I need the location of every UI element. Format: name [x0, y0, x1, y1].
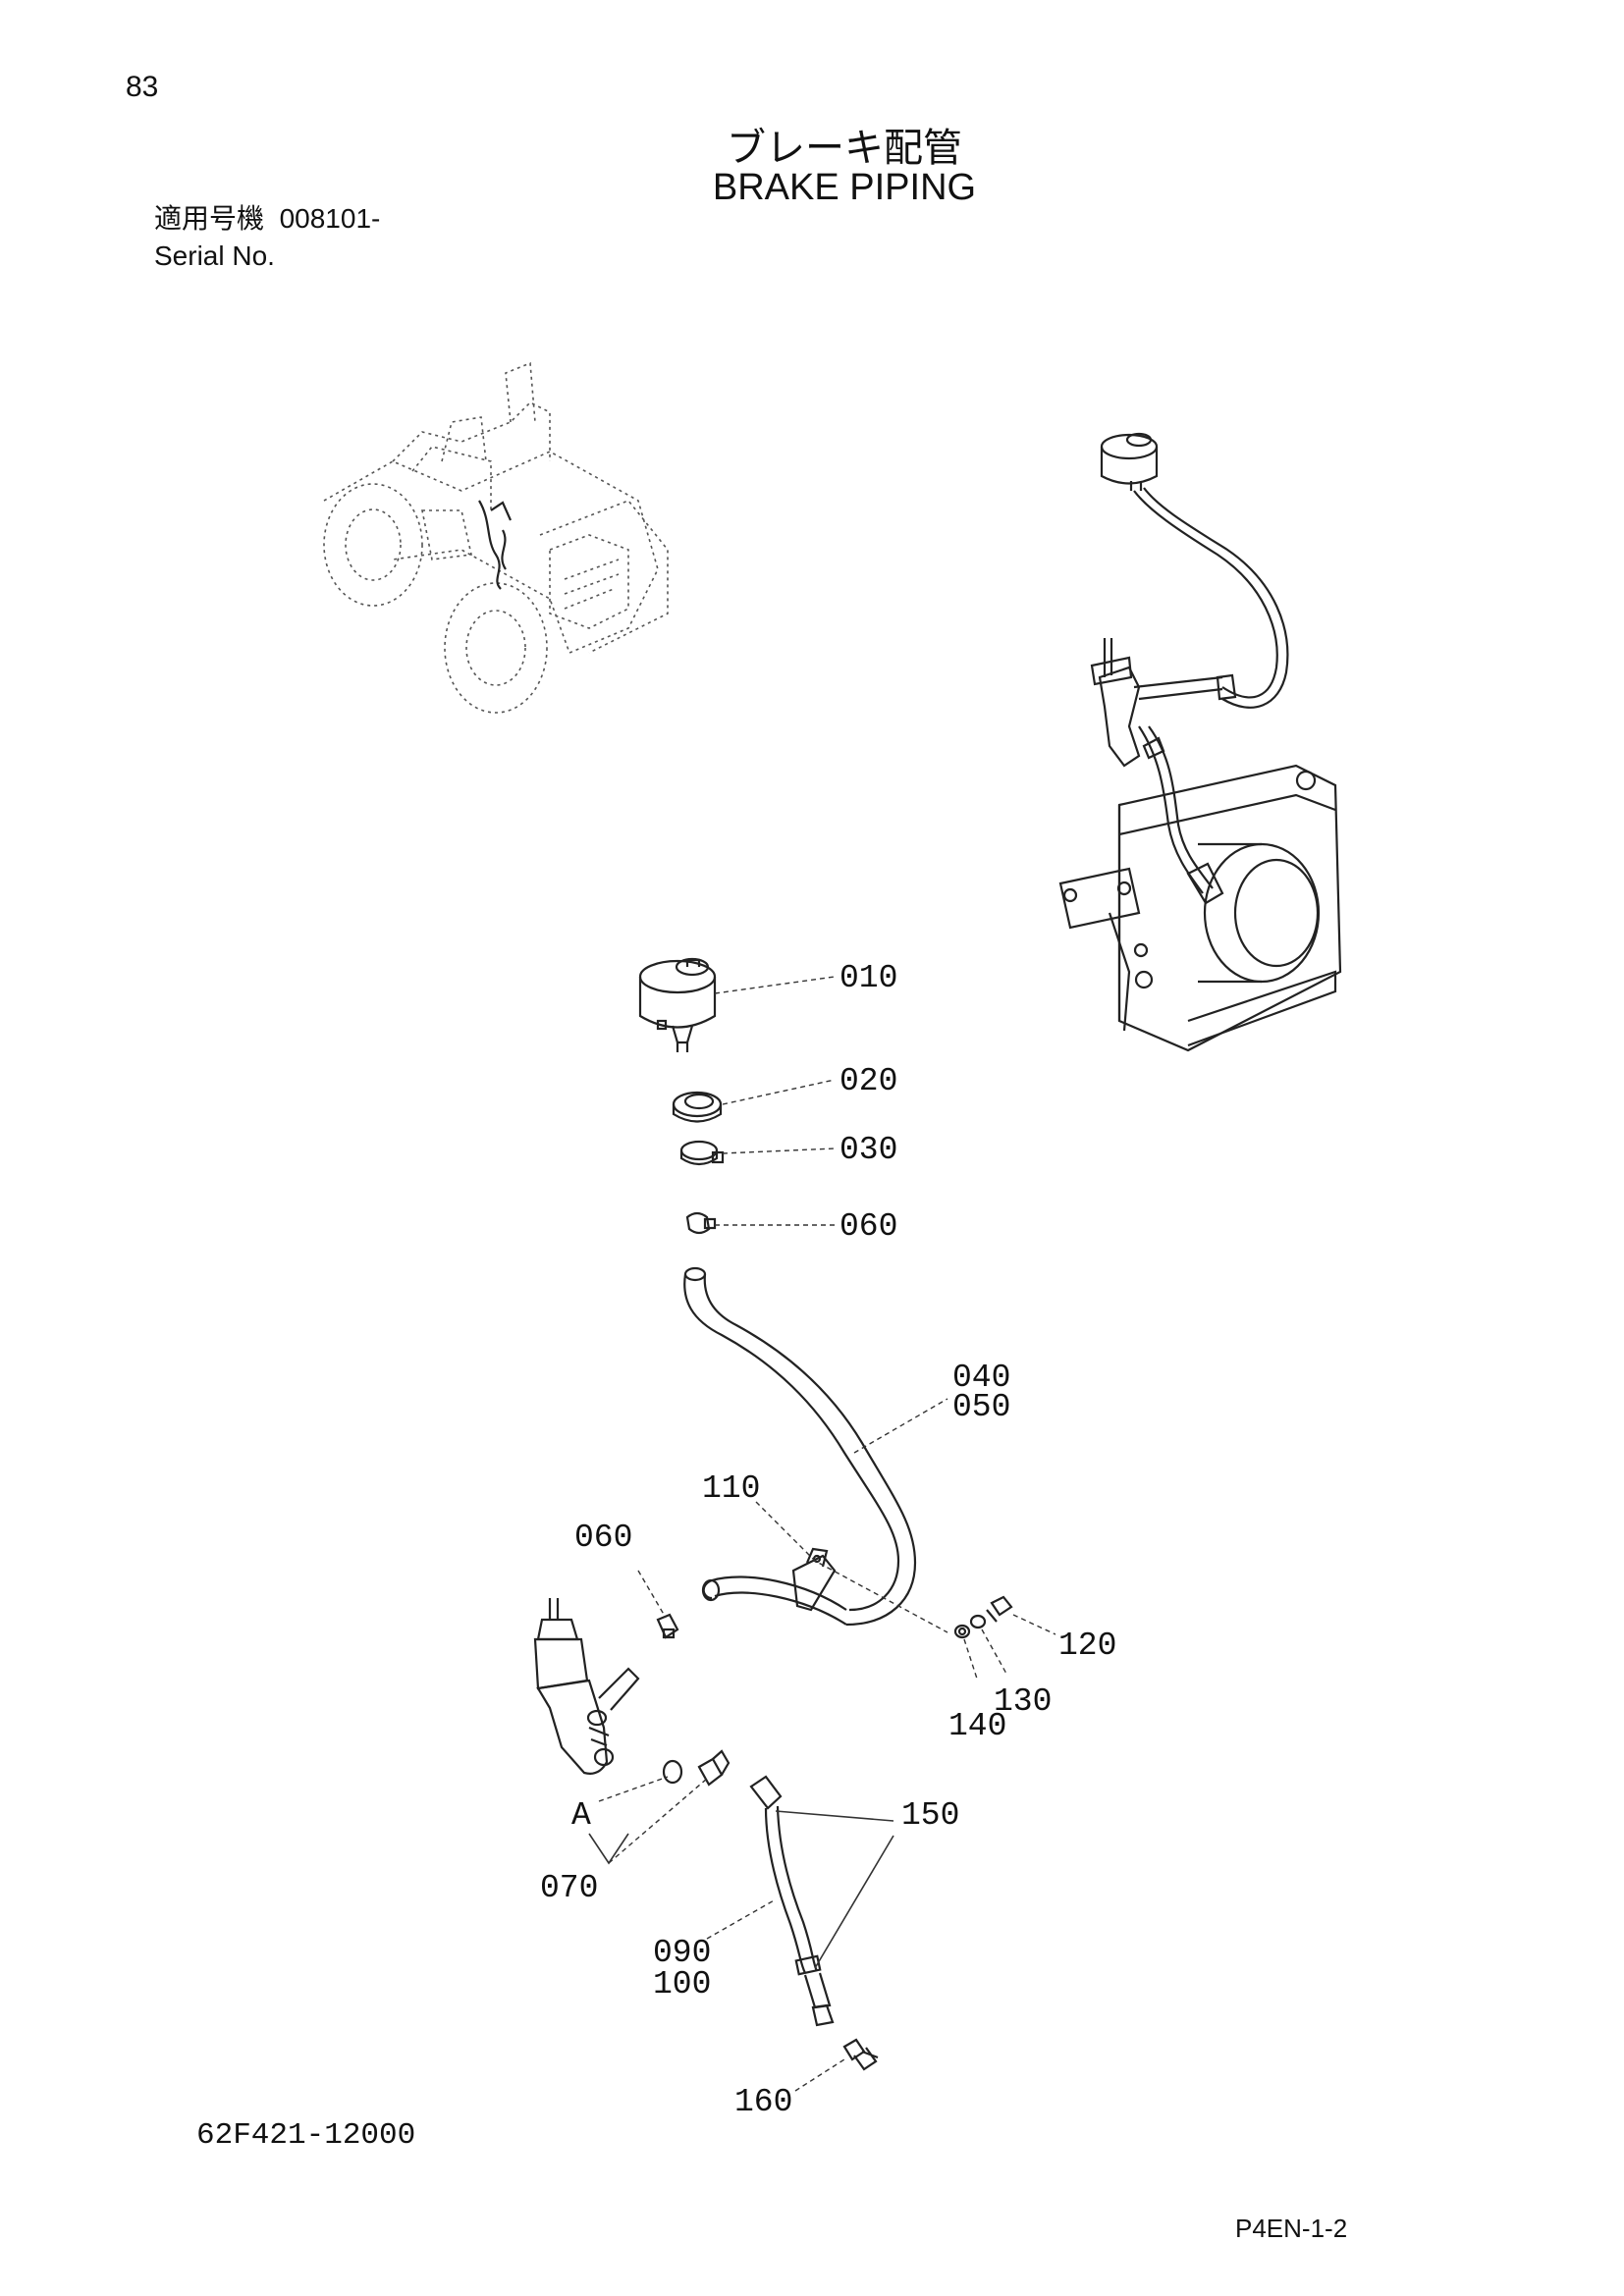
part-030-hose-clamp	[679, 1140, 725, 1166]
serial-range: 008101-	[279, 203, 381, 234]
callout-160: 160	[734, 2084, 792, 2120]
page-title-english: BRAKE PIPING	[712, 167, 977, 208]
serial-number-block: 適用号機 008101- Serial No.	[154, 200, 380, 275]
page-number: 83	[126, 71, 159, 103]
page-title-japanese: ブレーキ配管	[727, 126, 962, 171]
tractor-overview-illustration	[323, 361, 669, 714]
callout-140: 140	[948, 1708, 1006, 1744]
part-090-100-brake-hose	[749, 1775, 835, 2027]
callout-020: 020	[839, 1063, 897, 1099]
callout-030: 030	[839, 1132, 897, 1168]
serial-label-english: Serial No.	[154, 240, 275, 271]
callout-060-upper: 060	[839, 1208, 897, 1245]
part-070-plugs	[662, 1749, 731, 1787]
callout-070: 070	[540, 1870, 598, 1906]
part-020-grommet	[672, 1091, 723, 1123]
callout-130: 130	[994, 1683, 1052, 1720]
callout-150: 150	[901, 1797, 959, 1834]
part-110-hose-clamp	[791, 1547, 837, 1612]
part-040-050-hose	[683, 1266, 917, 1627]
part-120-130-140-bolt-washers	[953, 1595, 1013, 1639]
part-160-elbow-fitting	[842, 2038, 879, 2071]
callout-leaders	[588, 976, 1056, 2092]
callout-A: A	[571, 1797, 591, 1834]
part-060-clip-upper	[685, 1211, 717, 1235]
part-010-reservoir	[638, 957, 717, 1052]
callout-010: 010	[839, 960, 897, 996]
callout-040: 040	[952, 1360, 1010, 1396]
master-cylinder	[533, 1598, 640, 1775]
serial-label-japanese: 適用号機	[154, 202, 265, 235]
catalog-number: 62F421-12000	[196, 2118, 416, 2153]
callout-120: 120	[1058, 1628, 1116, 1664]
part-060-clip-lower	[656, 1613, 679, 1639]
page-code: P4EN-1-2	[1235, 2214, 1348, 2243]
assembled-brake-system-illustration	[1058, 432, 1342, 1052]
callout-110: 110	[702, 1470, 760, 1507]
callout-050: 050	[952, 1389, 1010, 1425]
callout-090: 090	[653, 1935, 711, 1971]
callout-060-lower: 060	[574, 1520, 632, 1556]
callout-100: 100	[653, 1966, 711, 2002]
